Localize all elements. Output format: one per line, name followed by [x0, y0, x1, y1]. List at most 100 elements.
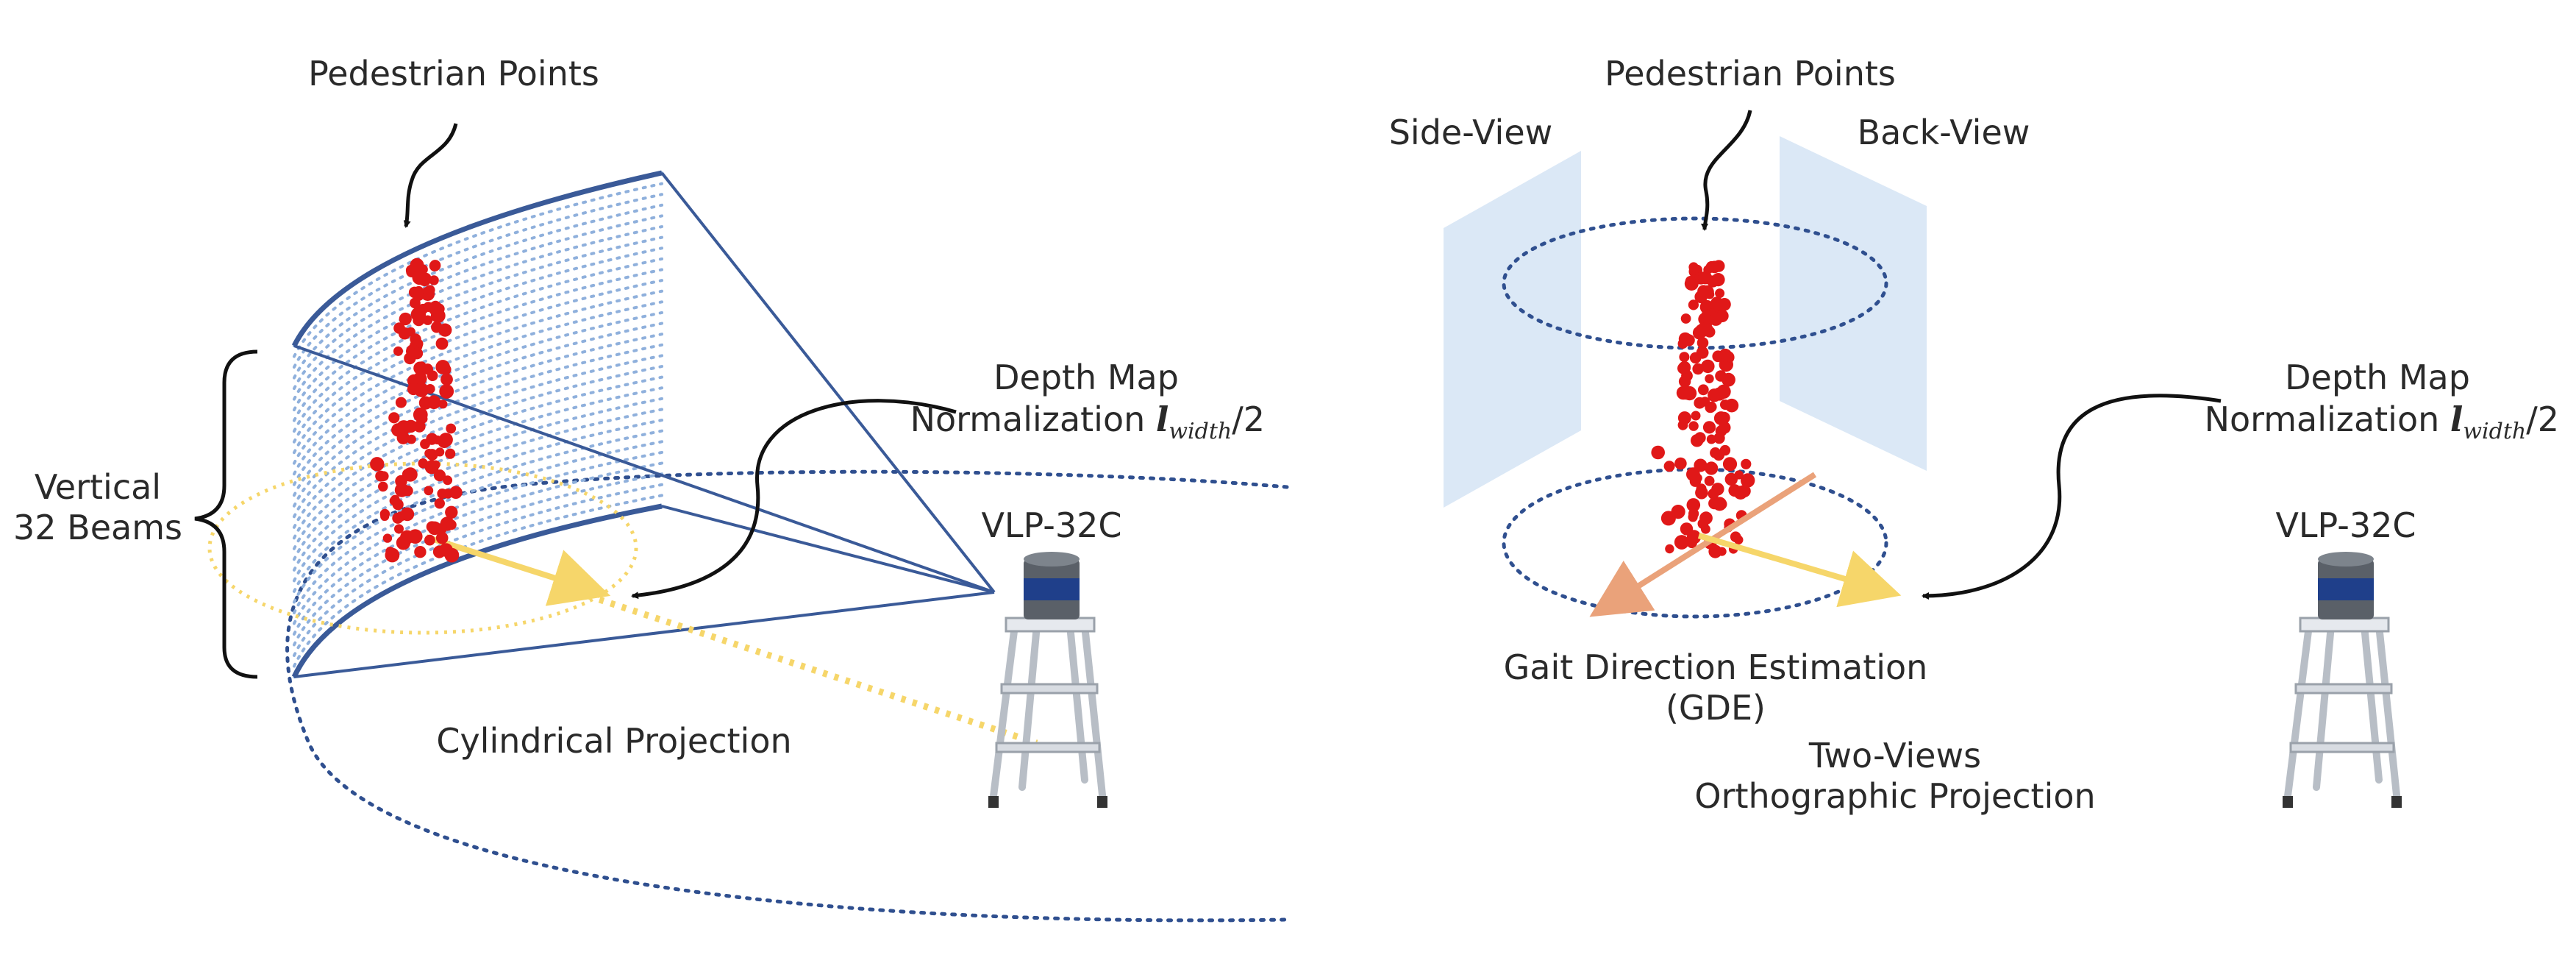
beam-row [293, 354, 663, 529]
pedestrian-point [388, 412, 400, 424]
side-view-plane [1444, 151, 1581, 508]
beam-row [293, 494, 663, 668]
pedestrian-point [410, 297, 421, 309]
pedestrian-point [427, 521, 442, 536]
pedestrian-point [426, 449, 438, 461]
pedestrian-point [413, 285, 424, 296]
pedestrian-point [449, 486, 463, 500]
pedestrian-point [1694, 397, 1706, 409]
left-depth-map-label: Depth Map [993, 358, 1179, 397]
pedestrian-point [1692, 363, 1704, 375]
pedestrian-point [392, 499, 404, 511]
left-lidar-sensor-icon [988, 552, 1107, 808]
pedestrian-point [399, 312, 412, 326]
pedestrian-point [438, 399, 448, 409]
pedestrian-point [1663, 461, 1675, 472]
pedestrian-point [434, 498, 445, 509]
pedestrian-point [446, 423, 457, 434]
left-pedestrian-points [370, 258, 463, 563]
beam-row [293, 246, 663, 422]
beam-row [293, 289, 663, 465]
pedestrian-point [1738, 484, 1751, 498]
gde-orange-arrow [1589, 472, 1817, 617]
cylinder-bottom-edge [291, 503, 663, 678]
right-lidar-sensor-icon [2283, 552, 2402, 808]
right-depth-map-arrow [1922, 394, 2222, 600]
pedestrian-point [1705, 402, 1716, 413]
beam-row [293, 235, 663, 412]
back-view-label: Back-View [1858, 113, 2030, 152]
left-normalization-label: Normalization lwidth/2 [910, 399, 1265, 444]
beam-row [293, 461, 663, 636]
pedestrian-point [403, 467, 418, 482]
pedestrian-point [407, 529, 423, 544]
pedestrian-point [1724, 472, 1738, 486]
beam-row [293, 343, 663, 519]
pedestrian-point [1711, 483, 1724, 496]
left-yellow-dotted-line [587, 592, 1038, 747]
pedestrian-point [445, 448, 456, 459]
pedestrian-point [395, 397, 407, 408]
pedestrian-point [1708, 544, 1722, 558]
right-pedestrian-label: Pedestrian Points [1605, 54, 1896, 93]
pedestrian-point [1686, 498, 1701, 512]
pedestrian-point [1701, 285, 1714, 299]
pedestrian-point [1709, 312, 1723, 326]
pedestrian-point [1717, 547, 1727, 556]
pedestrian-point [1704, 326, 1716, 338]
pedestrian-point [378, 481, 388, 492]
right-pedestrian-points [1651, 260, 1755, 558]
beam-row [293, 450, 663, 625]
pedestrian-point [394, 483, 410, 497]
pedestrian-point [413, 420, 426, 433]
pedestrian-point [427, 370, 438, 381]
beam-row [293, 257, 663, 433]
pedestrian-point [1680, 313, 1691, 324]
pedestrian-point [1678, 385, 1693, 400]
two-views-label: Two-Views [1808, 736, 1981, 775]
pedestrian-point [439, 543, 453, 557]
pedestrian-point [1741, 473, 1755, 488]
pedestrian-point [435, 360, 450, 374]
pedestrian-point [435, 531, 449, 544]
beam-row [293, 193, 663, 369]
pedestrian-point [380, 511, 390, 522]
pedestrian-point [1692, 326, 1707, 340]
pedestrian-point [443, 489, 453, 499]
pedestrian-point [1688, 508, 1699, 519]
pedestrian-point [1741, 458, 1752, 469]
pedestrian-point [431, 460, 440, 469]
beam-row [293, 472, 663, 647]
pedestrian-point [392, 512, 404, 524]
vertical-beams-brace [194, 349, 258, 679]
pedestrian-point [1686, 530, 1702, 544]
pedestrian-point [443, 475, 453, 486]
right-depth-map-label: Depth Map [2285, 358, 2470, 397]
pedestrian-point [1722, 400, 1732, 410]
pedestrian-point [429, 275, 439, 285]
pedestrian-point [429, 260, 440, 271]
beam-row [293, 408, 663, 583]
pedestrian-point [426, 433, 438, 445]
vertical-beams [293, 171, 663, 678]
beam-row [293, 483, 663, 657]
pedestrian-point [398, 327, 411, 340]
left-depth-map-arrow [631, 399, 957, 600]
pedestrian-point [1720, 361, 1732, 372]
vertical-label: Vertical [35, 467, 161, 507]
beam-row [293, 310, 663, 486]
pedestrian-point [1718, 298, 1731, 311]
left-sensor-label: VLP-32C [981, 505, 1121, 545]
side-view-label: Side-View [1389, 113, 1553, 152]
pedestrian-point [414, 546, 427, 558]
pedestrian-point [1694, 432, 1706, 444]
left-pedestrian-label: Pedestrian Points [308, 54, 599, 93]
pedestrian-point [1694, 458, 1708, 472]
pedestrian-point [433, 469, 446, 482]
pedestrian-point [1665, 544, 1674, 554]
pedestrian-point [1718, 421, 1731, 434]
beam-row [293, 429, 663, 604]
pedestrian-point [1695, 486, 1708, 500]
pedestrian-point [435, 337, 449, 350]
